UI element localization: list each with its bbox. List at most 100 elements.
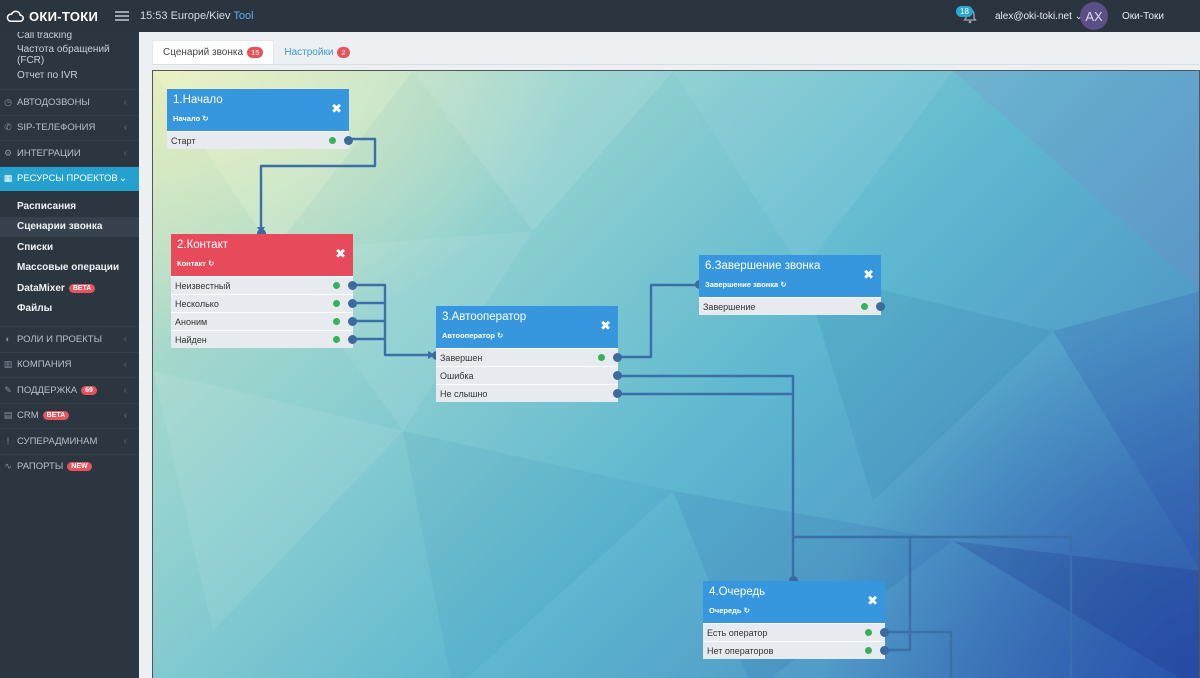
node-output[interactable]: Не слышно [436, 384, 622, 402]
sidebar-item-bulk-ops[interactable]: Массовые операции [0, 258, 139, 279]
sidebar-item-schedules[interactable]: Расписания [0, 196, 139, 217]
refresh-icon: ↻ [496, 331, 504, 340]
output-label: Завершен [440, 352, 483, 363]
output-port[interactable] [348, 281, 357, 290]
sidebar-item-call-scenarios[interactable]: Сценарии звонка [0, 216, 139, 237]
sidebar-section-label: ИНТЕГРАЦИИ [17, 147, 81, 159]
sidebar-item-label: Массовые операции [17, 262, 120, 274]
node-output[interactable]: Ошибка [436, 366, 622, 384]
node-output[interactable]: Завершение [699, 297, 885, 315]
close-icon[interactable]: ✖ [867, 593, 878, 608]
node-output[interactable]: Нет операторов [703, 641, 889, 659]
clock-icon: ◷ [4, 96, 12, 107]
sidebar-item-fcr[interactable]: Частота обращений (FCR) [0, 44, 139, 66]
node-output[interactable]: Завершен [436, 348, 622, 366]
output-port[interactable] [880, 628, 889, 637]
chevron-left-icon: ‹ [123, 359, 127, 371]
sidebar-item-label: DataMixer [17, 282, 65, 294]
tool-link[interactable]: Tool [233, 10, 254, 22]
node-title: 6.Завершение звонка [705, 260, 821, 272]
status-dot [329, 137, 336, 144]
chevron-left-icon: ‹ [123, 410, 127, 422]
sidebar-section-resources[interactable]: ▦РЕСУРСЫ ПРОЕКТОВ⌄ [0, 165, 139, 191]
sidebar-section-label: РЕСУРСЫ ПРОЕКТОВ [17, 173, 118, 185]
output-port[interactable] [613, 371, 622, 380]
node-title: 4.Очередь [709, 586, 766, 598]
node-type-label: Автооператор [442, 331, 495, 340]
close-icon[interactable]: ✖ [600, 318, 611, 333]
node-end-call[interactable]: 6.Завершение звонка Завершение звонка ↻ … [695, 255, 885, 315]
node-header[interactable]: 3.Автооператор Автооператор ↻ ✖ [436, 306, 618, 348]
output-label: Не слышно [440, 388, 488, 399]
node-autooperator[interactable]: 3.Автооператор Автооператор ↻ ✖ Завершен… [432, 306, 622, 402]
sidebar-section-label: РАПОРТЫ [17, 461, 64, 473]
output-port[interactable] [348, 317, 357, 326]
output-port[interactable] [348, 335, 357, 344]
close-icon[interactable]: ✖ [863, 267, 874, 282]
top-bar: ОКИ-ТОКИ 15:53 Europe/Kiev Tool 18 alex@… [0, 0, 1200, 32]
node-header[interactable]: 6.Завершение звонка Завершение звонка ↻ … [699, 255, 881, 297]
node-contact[interactable]: 2.Контакт Контакт ↻ ✖ Неизвестный Нескол… [171, 229, 357, 348]
node-output[interactable]: Найден [171, 330, 357, 348]
node-header[interactable]: 1.Начало Начало ↻ ✖ [167, 89, 349, 131]
output-port[interactable] [876, 302, 885, 311]
node-output[interactable]: Есть оператор [703, 623, 889, 641]
status-dot [598, 354, 605, 361]
output-port[interactable] [613, 353, 622, 362]
node-output[interactable]: Неизвестный [171, 276, 357, 294]
node-output[interactable]: Старт [167, 131, 353, 149]
output-port[interactable] [344, 136, 353, 145]
avatar[interactable]: AX [1080, 2, 1108, 30]
node-type-label: Очередь [709, 606, 742, 615]
sidebar-item-files[interactable]: Файлы [0, 299, 139, 320]
sidebar-item-label: Сценарии звонка [17, 221, 103, 233]
chevron-left-icon: ‹ [123, 435, 127, 447]
node-type-label: Начало [173, 114, 201, 123]
output-port[interactable] [880, 646, 889, 655]
node-header[interactable]: 4.Очередь Очередь ↻ ✖ [703, 581, 885, 623]
output-port[interactable] [348, 299, 357, 308]
node-output[interactable]: Аноним [171, 312, 357, 330]
input-port[interactable] [789, 576, 798, 585]
sidebar-section-superadmin[interactable]: !СУПЕРАДМИНАМ‹ [0, 428, 139, 454]
user-menu[interactable]: alex@oki-toki.net ⌄ [995, 11, 1083, 22]
scenario-canvas[interactable]: 1.Начало Начало ↻ ✖ Старт 2.Контакт Конт… [152, 70, 1200, 678]
clock: 15:53 Europe/Kiev Tool [140, 10, 254, 22]
background-pattern [153, 71, 1199, 678]
node-header[interactable]: 2.Контакт Контакт ↻ ✖ [171, 234, 353, 276]
close-icon[interactable]: ✖ [331, 101, 342, 116]
wrench-icon: ✎ [4, 384, 12, 395]
tab-label: Настройки [284, 46, 334, 58]
toggle-icon: ◐ [5, 334, 11, 345]
brand-name: ОКИ-ТОКИ [29, 8, 99, 24]
close-icon[interactable]: ✖ [335, 246, 346, 261]
input-port[interactable] [257, 229, 266, 238]
sidebar: Call tracking Частота обращений (FCR) От… [0, 32, 139, 678]
sidebar-section-roles[interactable]: ◐РОЛИ И ПРОЕКТЫ‹ [0, 326, 139, 352]
sidebar-item-label: Расписания [17, 200, 77, 212]
node-start[interactable]: 1.Начало Начало ↻ ✖ Старт [167, 89, 353, 149]
menu-toggle-icon[interactable] [115, 11, 129, 21]
logo[interactable]: ОКИ-ТОКИ [0, 0, 139, 32]
sidebar-item-ivr-report[interactable]: Отчет по IVR [0, 65, 139, 85]
sidebar-section-label: ПОДДЕРЖКА [17, 384, 78, 396]
crm-icon: ▤ [3, 410, 13, 421]
node-queue[interactable]: 4.Очередь Очередь ↻ ✖ Есть оператор Нет … [703, 576, 889, 659]
output-label: Несколько [175, 298, 219, 309]
sidebar-item-lists[interactable]: Списки [0, 237, 139, 258]
output-port[interactable] [613, 389, 622, 398]
connections-layer [257, 137, 1073, 678]
sidebar-section-integrations[interactable]: ⚙ИНТЕГРАЦИИ‹ [0, 140, 139, 166]
sidebar-section-company[interactable]: ▥КОМПАНИЯ‹ [0, 351, 139, 378]
sidebar-item-call-tracking[interactable]: Call tracking [0, 32, 139, 45]
exclaim-icon: ! [6, 436, 10, 447]
sidebar-section-sip[interactable]: ✆SIP-ТЕЛЕФОНИЯ‹ [0, 114, 139, 141]
sidebar-section-autodial[interactable]: ◷АВТОДОЗВОНЫ‹ [0, 89, 139, 115]
node-output[interactable]: Несколько [171, 294, 357, 312]
